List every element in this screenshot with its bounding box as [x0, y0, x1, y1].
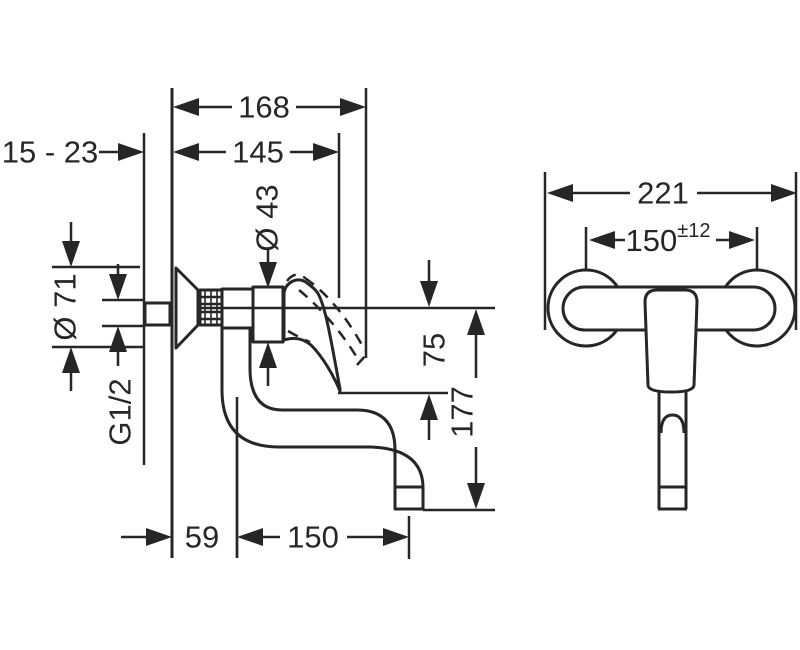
arrowhead-up [420, 394, 438, 420]
dim-overall-width: 221 [547, 176, 797, 211]
dim-wall-adjustment: 15 - 23 [2, 135, 144, 170]
arrowhead-right [340, 98, 366, 116]
arrowhead-down [420, 281, 438, 307]
arrowhead-down [467, 483, 485, 509]
arrowhead-up [109, 326, 127, 352]
dim-wall-to-spout-axis: 59 [121, 520, 219, 555]
dim-escutcheon-diameter: Ø 71 [48, 222, 83, 391]
arrowhead-right [383, 528, 409, 546]
dim-label-150-reach: 150 [287, 520, 339, 555]
dim-spout-reach: 150 [237, 520, 409, 555]
dim-axis-to-spout: 75 [417, 260, 452, 440]
spout-bend-arch [659, 413, 686, 434]
spout-front [657, 392, 688, 511]
lever-handle-dashed-position [285, 273, 368, 366]
centres-value: 150 [626, 223, 678, 258]
dim-label-dia-71: Ø 71 [48, 273, 83, 340]
arrowhead-left [173, 98, 199, 116]
lever-handle-side [282, 278, 342, 393]
arrowhead-up [62, 347, 80, 373]
thread-stub [143, 301, 172, 327]
side-view-faucet [143, 266, 495, 558]
arrowhead-left [237, 528, 263, 546]
arrowhead-right [313, 143, 339, 161]
dim-label-150-centres: 150±12 [626, 220, 711, 258]
dim-label-g12: G1/2 [103, 378, 138, 445]
arrowhead-right [771, 184, 797, 202]
arrowhead-up [259, 342, 277, 368]
dim-connection-thread: G1/2 [103, 264, 138, 446]
dim-body-diameter: Ø 43 [250, 184, 285, 386]
arrowhead-right [146, 528, 172, 546]
dim-label-75: 75 [417, 333, 452, 367]
side-view: 168 145 15 - 23 Ø 43 Ø 71 [2, 88, 495, 559]
dim-total-projection: 168 [173, 90, 366, 125]
arrowhead-right [118, 143, 144, 161]
cartridge-housing [251, 285, 285, 344]
dim-label-177: 177 [445, 386, 480, 438]
dim-label-168: 168 [238, 90, 290, 125]
dim-axis-to-outlet: 177 [445, 309, 485, 509]
escutcheon-cone [174, 266, 200, 350]
front-view: 221 150±12 [543, 172, 798, 511]
arrowhead-left [173, 143, 199, 161]
lever-handle-front [643, 288, 699, 394]
dim-connection-centres: 150±12 [589, 220, 755, 258]
dim-label-221: 221 [637, 176, 689, 211]
arrowhead-down [259, 262, 277, 288]
arrowhead-left [547, 184, 573, 202]
arrowhead-down [109, 274, 127, 300]
centres-tolerance: ±12 [677, 220, 710, 242]
arrowhead-left [589, 231, 615, 249]
arrowhead-up [467, 309, 485, 335]
arrowhead-right [729, 231, 755, 249]
arrowhead-down [62, 241, 80, 267]
dim-label-59: 59 [185, 520, 219, 555]
dim-spout-projection: 145 [173, 135, 339, 170]
front-view-faucet [546, 268, 797, 511]
dim-label-145: 145 [232, 135, 284, 170]
dim-label-dia-43: Ø 43 [250, 184, 285, 251]
dim-label-15-23: 15 - 23 [2, 135, 99, 170]
